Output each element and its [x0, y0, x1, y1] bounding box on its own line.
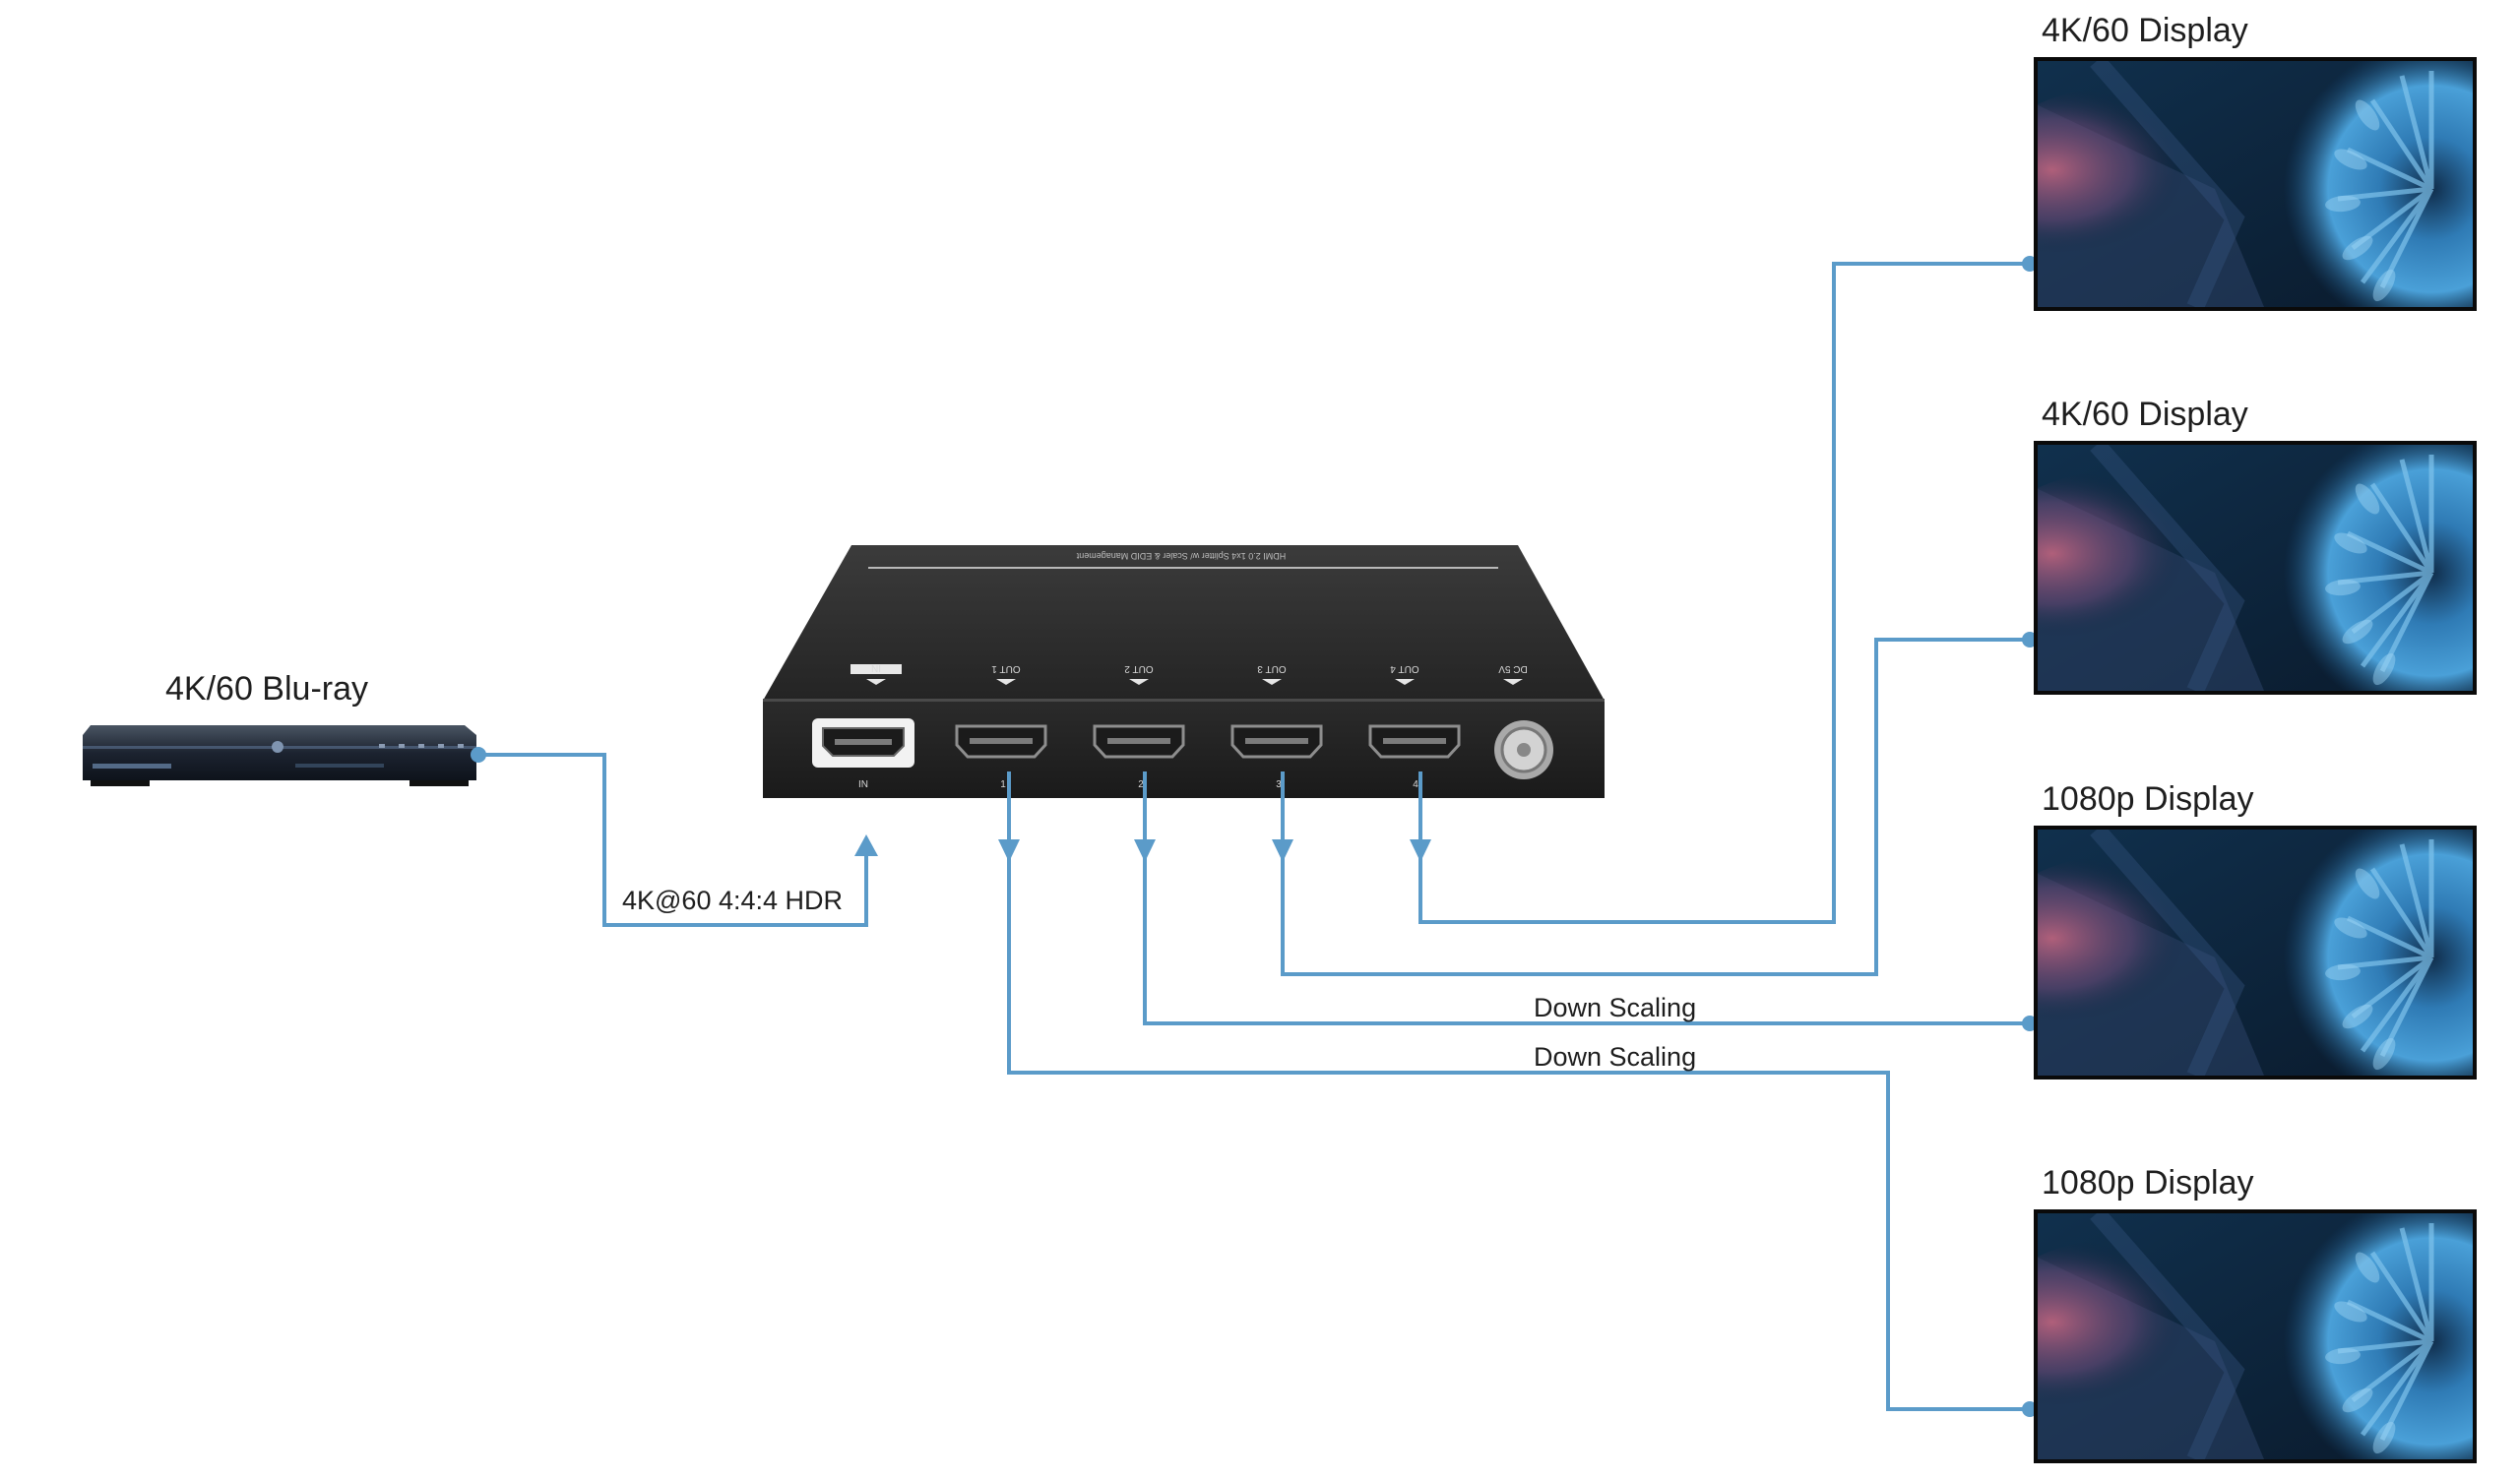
display-label: 4K/60 Display	[2042, 12, 2248, 49]
bluray-player	[83, 725, 476, 786]
svg-text:2: 2	[1138, 779, 1144, 790]
display-4: 1080p Display	[2034, 1164, 2477, 1463]
port-label-out2: OUT 2	[1124, 663, 1154, 674]
hdmi-in-port	[812, 718, 914, 768]
splitter-port-labels: IN OUT 1 OUT 2 OUT 3 OUT 4 DC 5V	[850, 662, 1528, 685]
port-label-in: IN	[871, 662, 881, 673]
port-numbers: IN 1 2 3 4	[858, 779, 1418, 790]
svg-text:4: 4	[1413, 779, 1418, 790]
svg-text:1: 1	[1000, 779, 1006, 790]
port-label-out3: OUT 3	[1257, 663, 1287, 674]
svg-text:IN: IN	[858, 779, 868, 790]
svg-text:3: 3	[1276, 779, 1282, 790]
dc-power-jack	[1494, 720, 1553, 779]
hdmi-out-port-3	[1230, 724, 1323, 759]
display-3: 1080p Display	[2034, 780, 2477, 1079]
hdmi-out-port-4	[1368, 724, 1461, 759]
splitter-front-text: HDMI 2.0 1x4 Splitter w/ Scaler & EDID M…	[1076, 551, 1286, 561]
wire-out3	[1281, 638, 2030, 976]
hdmi-out-port-1	[955, 724, 1047, 759]
connection-lines	[471, 256, 2038, 1417]
port-label-out1: OUT 1	[991, 663, 1021, 674]
port-label-out4: OUT 4	[1390, 663, 1419, 674]
link-label-down-scaling-1: Down Scaling	[1534, 993, 1696, 1022]
wire-out4	[1418, 262, 2030, 924]
wire-source-to-in	[478, 753, 868, 927]
wire-out2	[1143, 771, 2030, 1025]
signal-label: 4K@60 4:4:4 HDR	[622, 886, 843, 915]
wire-out1	[1007, 771, 2030, 1411]
hdmi-out-port-2	[1093, 724, 1185, 759]
display-1: 4K/60 Display	[2034, 12, 2477, 311]
hdmi-splitter: HDMI 2.0 1x4 Splitter w/ Scaler & EDID M…	[763, 545, 1605, 798]
display-label: 1080p Display	[2042, 780, 2253, 818]
bluray-label: 4K/60 Blu-ray	[165, 670, 368, 708]
link-label-down-scaling-2: Down Scaling	[1534, 1042, 1696, 1072]
display-label: 4K/60 Display	[2042, 396, 2248, 433]
display-label: 1080p Display	[2042, 1164, 2253, 1202]
port-label-dc: DC 5V	[1498, 663, 1528, 674]
display-2: 4K/60 Display	[2034, 396, 2477, 695]
